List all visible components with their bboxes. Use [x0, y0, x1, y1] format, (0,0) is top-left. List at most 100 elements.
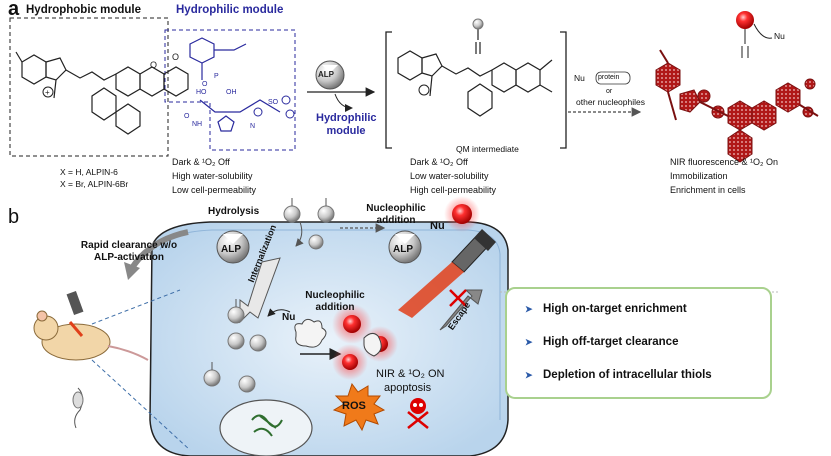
svg-text:O: O: [202, 81, 208, 88]
o-atom-1: O: [150, 60, 157, 70]
svg-text:OH: OH: [226, 89, 237, 96]
compound-alpin-6: X = H, ALPIN-6: [60, 167, 118, 177]
product-bonds: [659, 49, 819, 121]
cell-body: [149, 221, 509, 456]
rapid-clearance-label: Rapid clearance w/o ALP-activation: [80, 240, 178, 263]
svg-text:P: P: [214, 73, 219, 80]
probe-balls-top: [283, 198, 335, 250]
alp-notch: [322, 65, 338, 73]
qm-intermediate-label: QM intermediate: [456, 144, 519, 154]
alp-enzyme-icon: [315, 60, 345, 90]
legend-bullet-icon: ➤: [525, 304, 533, 314]
phosphate-group: [189, 37, 281, 132]
svg-text:N: N: [250, 123, 255, 130]
alp-right-label: ALP: [393, 244, 413, 255]
clearance-arrowhead: [124, 262, 140, 280]
probe-balls-inside: [203, 299, 267, 393]
n-plus-charge-2: [418, 84, 430, 96]
reagent-other: other nucleophiles: [576, 97, 645, 107]
zoom-line-1: [91, 289, 181, 325]
intermediate-prop-2: Low water-solubility: [410, 171, 489, 181]
red-ball-icon-top: [736, 11, 754, 29]
panel-b-label: b: [8, 206, 20, 228]
bracket-right: [560, 31, 567, 149]
product-prop-2: Immobilization: [670, 171, 728, 181]
legend-text-3: Depletion of intracellular thiols: [543, 369, 712, 381]
panel-b: [33, 196, 780, 456]
hydrolysis-label: Hydrolysis: [208, 206, 260, 217]
alp-left-notch: [223, 234, 243, 244]
nir-on-label: NIR & ¹O₂ ON: [376, 368, 445, 380]
plus-sign: +: [45, 88, 50, 97]
red-ball-top: [452, 204, 472, 224]
nu-top-label: Nu: [430, 220, 445, 232]
alp-right-notch: [395, 234, 415, 244]
qm-intermediate-structure: [397, 28, 553, 117]
reagent-protein: protein: [598, 74, 620, 81]
laser-icon: [398, 229, 496, 318]
probe-prop-1: Dark & ¹O₂ Off: [172, 157, 230, 167]
alp-membrane-right: [388, 230, 422, 264]
hydrolysis-arrow: [295, 221, 304, 247]
inner-nu-label: Nu: [282, 312, 296, 323]
charge-icon-2: [281, 95, 291, 105]
ros-starburst: [332, 382, 386, 432]
n-plus-charge: [42, 86, 54, 98]
svg-text:O: O: [184, 113, 190, 120]
legend-text-1: High on-target enrichment: [543, 303, 687, 315]
hydrophilic-module-box: [164, 29, 296, 151]
hydrophobic-module-title: Hydrophobic module: [26, 4, 141, 16]
svg-text:SO: SO: [268, 99, 279, 106]
legend-item-3: ➤ Depletion of intracellular thiols: [525, 369, 712, 381]
compound-alpin-6br: X = Br, ALPIN-6Br: [60, 179, 129, 189]
legend-box: ➤ High on-target enrichment ➤ High off-t…: [505, 287, 772, 399]
alp-enzyme-label: ALP: [318, 70, 334, 79]
escape-arrow: [439, 289, 483, 331]
mouse-icon: [33, 290, 149, 429]
hydrophilic-atom-labels: O P HO OH O NH SO N: [184, 73, 279, 130]
legend-bullet-icon: ➤: [525, 337, 533, 347]
panel-a-label: a: [8, 0, 20, 20]
legend-item-1: ➤ High on-target enrichment: [525, 303, 687, 315]
intermediate-prop-3: High cell-permeability: [410, 185, 497, 195]
bracket-left: [385, 31, 392, 149]
charge-icon-3: [285, 109, 295, 119]
alp-membrane-left: [216, 230, 250, 264]
apoptosis-label: apoptosis: [384, 382, 432, 394]
chromatin: [251, 414, 283, 437]
nucleophilic-addition-inner-label: Nucleophilic addition: [305, 290, 365, 313]
clearance-arrow: [129, 229, 189, 270]
probe-prop-3: Low cell-permeability: [172, 185, 257, 195]
product-structure: [655, 62, 816, 163]
activated-red-balls: [332, 304, 398, 380]
byproduct-arrow: [334, 93, 353, 112]
product-prop-3: Enrichment in cells: [670, 185, 746, 195]
o-atom-2: O: [172, 52, 179, 62]
charge-icon-1: [253, 107, 263, 117]
alp-left-label: ALP: [221, 244, 241, 255]
protein-box: [595, 71, 631, 85]
legend-text-2: High off-target clearance: [543, 336, 679, 348]
reagent-or: or: [606, 88, 613, 95]
nucleus: [219, 399, 313, 456]
svg-text:HO: HO: [196, 89, 207, 96]
blocked-x-icon: [449, 289, 467, 307]
intermediate-prop-1: Dark & ¹O₂ Off: [410, 157, 468, 167]
legend-bullet-icon: ➤: [525, 370, 533, 380]
arrow-hydrophilic-label: Hydrophilic module: [316, 112, 377, 137]
reagent-nu: Nu: [574, 73, 585, 83]
zoom-line-2: [91, 359, 191, 451]
protein-blob-icon: [294, 318, 327, 348]
linker-top: [741, 23, 773, 58]
product-nu-label: Nu: [774, 31, 785, 41]
panel-a: + O O O P HO OH O NH SO N: [9, 11, 819, 163]
alpin-structure: [15, 51, 189, 135]
hydrophilic-module-title: Hydrophilic module: [176, 4, 284, 16]
svg-text:NH: NH: [192, 121, 202, 128]
product-prop-1: NIR fluorescence & ¹O₂ On: [670, 157, 779, 167]
curved-addition-arrow: [267, 308, 291, 317]
hydrophobic-module-box: [9, 17, 169, 157]
ros-label: ROS: [342, 400, 366, 412]
dummy-ball-intermediate: [472, 18, 484, 30]
skull-icon: [407, 398, 429, 429]
